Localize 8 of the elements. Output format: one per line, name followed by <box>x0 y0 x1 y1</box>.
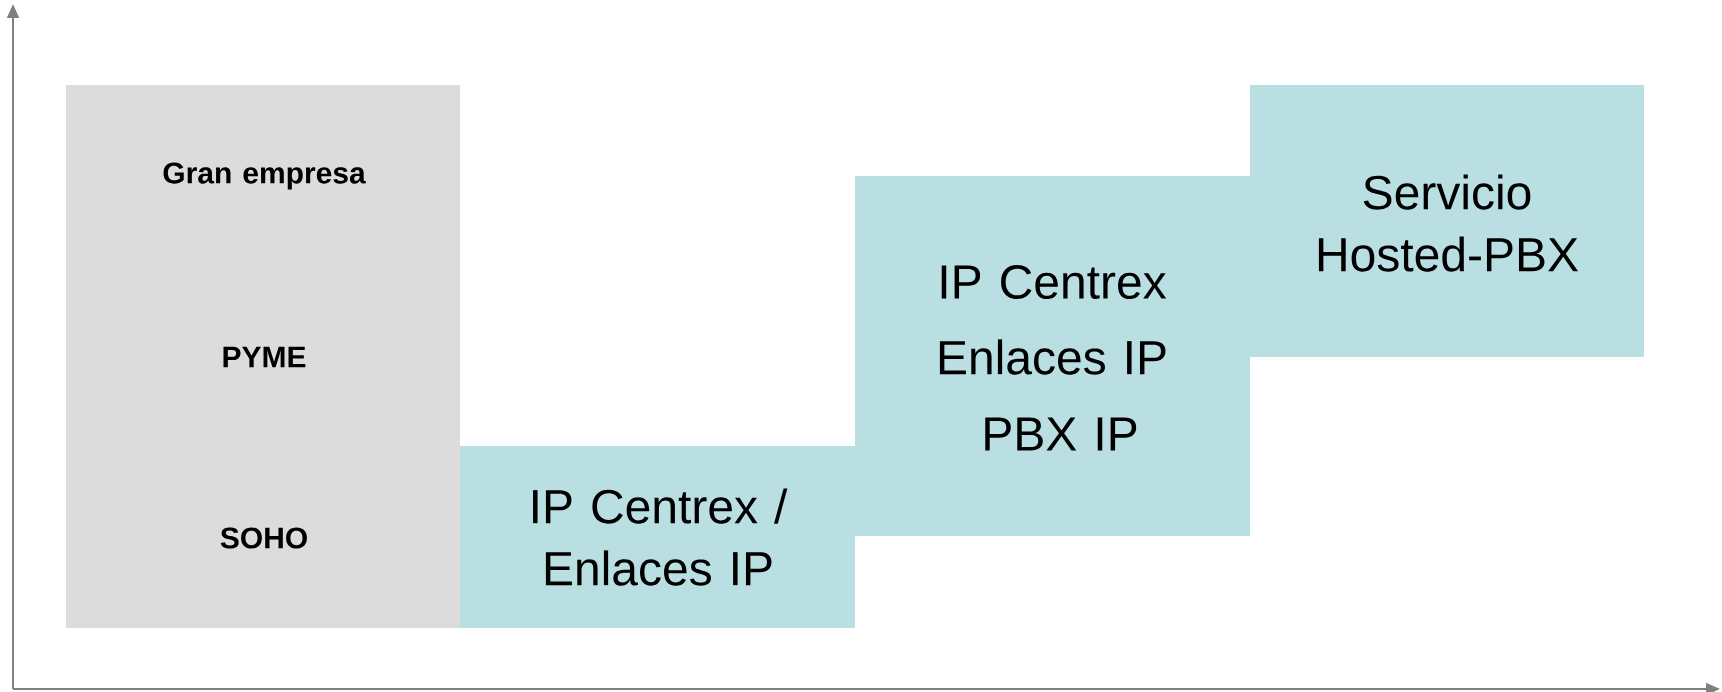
segment-box: IP Centrex Enlaces IP PBX IP <box>855 176 1250 536</box>
node-label: Enlaces IP <box>939 339 1166 375</box>
node-label: PBX IP <box>985 417 1137 451</box>
node-label: Servicio Hosted-PBX <box>1318 174 1579 272</box>
segment-box: IP Centrex / Enlaces IP <box>460 446 855 628</box>
segment-box: Servicio Hosted-PBX <box>1250 85 1644 357</box>
node-label: IP Centrex <box>941 265 1167 299</box>
segment-box: Gran empresa PYME SOHO <box>66 85 460 628</box>
